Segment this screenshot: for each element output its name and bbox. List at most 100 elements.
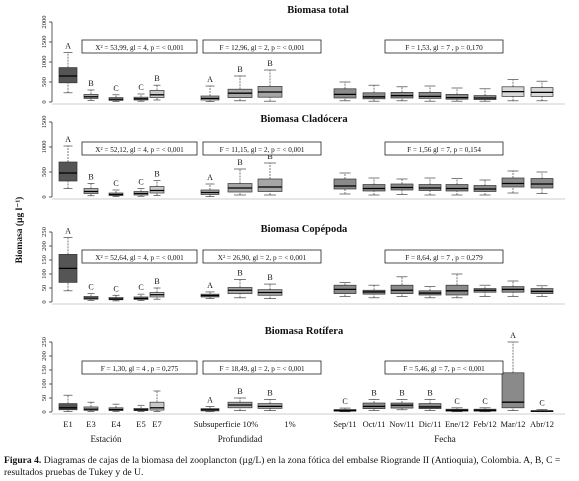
- box-Subsuperficie 10%: A: [200, 75, 220, 102]
- box-E7: B: [149, 74, 165, 101]
- tukey-letter: B: [88, 173, 93, 182]
- x-tick-label: Nov/11: [389, 419, 414, 429]
- box-E7: [149, 390, 165, 412]
- box-iqr: [501, 177, 525, 188]
- tukey-letter: B: [267, 273, 272, 282]
- box-Nov/11: B: [390, 388, 414, 411]
- box-E5: C: [133, 178, 149, 197]
- stats-text: F = 11,15, gl = 2, p = < 0,001: [220, 146, 305, 154]
- stats-text: F = 1,56 gl = 7, p = 0,154: [407, 146, 481, 154]
- box-Dic/11: [418, 177, 442, 196]
- x-tick-label: Abr/12: [530, 419, 554, 429]
- tukey-letter: B: [237, 269, 242, 278]
- stats-box: [202, 39, 322, 54]
- box-1%: B: [257, 388, 283, 411]
- x-tick-label: E7: [152, 419, 161, 429]
- tukey-letter: B: [154, 277, 159, 286]
- box-Subsuperficie 10%: A: [200, 395, 220, 413]
- box-E5: [133, 404, 149, 412]
- x-tick-label: 1%: [284, 419, 295, 429]
- figure-caption: Figura 4. Diagramas de cajas de la bioma…: [4, 455, 574, 479]
- stats-box: [202, 141, 322, 156]
- y-tick-label: 50: [41, 395, 48, 402]
- box-E3: C: [83, 283, 99, 301]
- box-Oct/11: B: [362, 388, 386, 411]
- tukey-letter: C: [88, 283, 93, 292]
- box-Mar/12: A: [501, 331, 525, 411]
- box-Ene/12: [445, 87, 469, 102]
- stats-box: [384, 39, 504, 54]
- box-Mar/12: [501, 280, 525, 297]
- box-E3: B: [83, 173, 99, 197]
- group-label: Profundidad: [218, 434, 263, 444]
- box-Dic/11: [418, 85, 442, 102]
- stats-text: F = 18,49, gl = 2, p = < 0,001: [219, 365, 305, 373]
- x-tick-label: E5: [136, 419, 145, 429]
- y-tick-label: 0: [41, 410, 48, 413]
- y-tick-label: 1000: [41, 141, 48, 154]
- stats-box: [202, 360, 322, 375]
- box-Feb/12: [473, 88, 497, 102]
- group-label: Estación: [91, 434, 122, 444]
- box-E5: C: [133, 283, 149, 301]
- box-(intermedia): B: [227, 158, 253, 196]
- box-E1: A: [58, 227, 78, 292]
- tukey-letter: B: [237, 65, 242, 74]
- box-E4: [108, 403, 124, 412]
- stats-box: [384, 141, 504, 156]
- tukey-letter: C: [113, 84, 118, 93]
- box-Sep/11: C: [333, 397, 357, 413]
- box-(intermedia): B: [227, 65, 253, 102]
- tukey-letter: C: [482, 397, 487, 406]
- panel-title: Biomasa Rotífera: [265, 326, 344, 337]
- box-E4: C: [108, 284, 124, 302]
- tukey-letter: A: [65, 135, 71, 144]
- box-E3: B: [83, 79, 99, 101]
- tukey-letter: B: [154, 74, 159, 83]
- box-Sep/11: [333, 282, 357, 297]
- caption-label: Figura 4.: [4, 455, 42, 466]
- tukey-letter: A: [207, 173, 213, 182]
- panel-title: Biomasa Cladócera: [260, 114, 348, 125]
- x-tick-label: Ene/12: [445, 419, 469, 429]
- y-tick-label: 200: [41, 351, 48, 361]
- box-iqr: [445, 284, 469, 296]
- y-tick-label: 250: [41, 227, 48, 237]
- tukey-letter: C: [138, 178, 143, 187]
- box-iqr: [149, 401, 165, 411]
- tukey-letter: B: [371, 388, 376, 397]
- box-iqr: [333, 178, 357, 190]
- box-Feb/12: [473, 179, 497, 196]
- box-Sep/11: [333, 81, 357, 102]
- y-axis-title: Biomasa (µg l⁻¹): [14, 197, 25, 264]
- box-E5: C: [133, 83, 149, 102]
- y-tick-label: 2000: [41, 16, 48, 29]
- box-Mar/12: [501, 170, 525, 194]
- tukey-letter: A: [207, 281, 213, 290]
- box-iqr: [58, 161, 78, 182]
- y-tick-label: 150: [41, 255, 48, 265]
- y-tick-label: 1500: [41, 36, 48, 49]
- box-iqr: [333, 88, 357, 99]
- box-Dic/11: B: [418, 388, 442, 411]
- stats-box: [81, 360, 198, 375]
- box-Feb/12: [473, 284, 497, 297]
- box-E1: [58, 394, 78, 412]
- box-iqr: [418, 92, 442, 99]
- stats-text: F = 8,64, gl = 7 , p = 0,279: [405, 254, 483, 262]
- tukey-letter: C: [138, 283, 143, 292]
- box-E4: C: [108, 84, 124, 102]
- box-E4: C: [108, 179, 124, 197]
- tukey-letter: A: [510, 331, 516, 340]
- tukey-letter: B: [267, 152, 272, 161]
- stats-box: [81, 39, 198, 54]
- stats-box: [202, 249, 322, 264]
- box-iqr: [58, 403, 78, 411]
- y-tick-label: 250: [41, 337, 48, 347]
- x-tick-label: Feb/12: [473, 419, 497, 429]
- x-tick-label: Subsuperficie 10%: [194, 419, 258, 429]
- x-tick-label: E3: [86, 419, 95, 429]
